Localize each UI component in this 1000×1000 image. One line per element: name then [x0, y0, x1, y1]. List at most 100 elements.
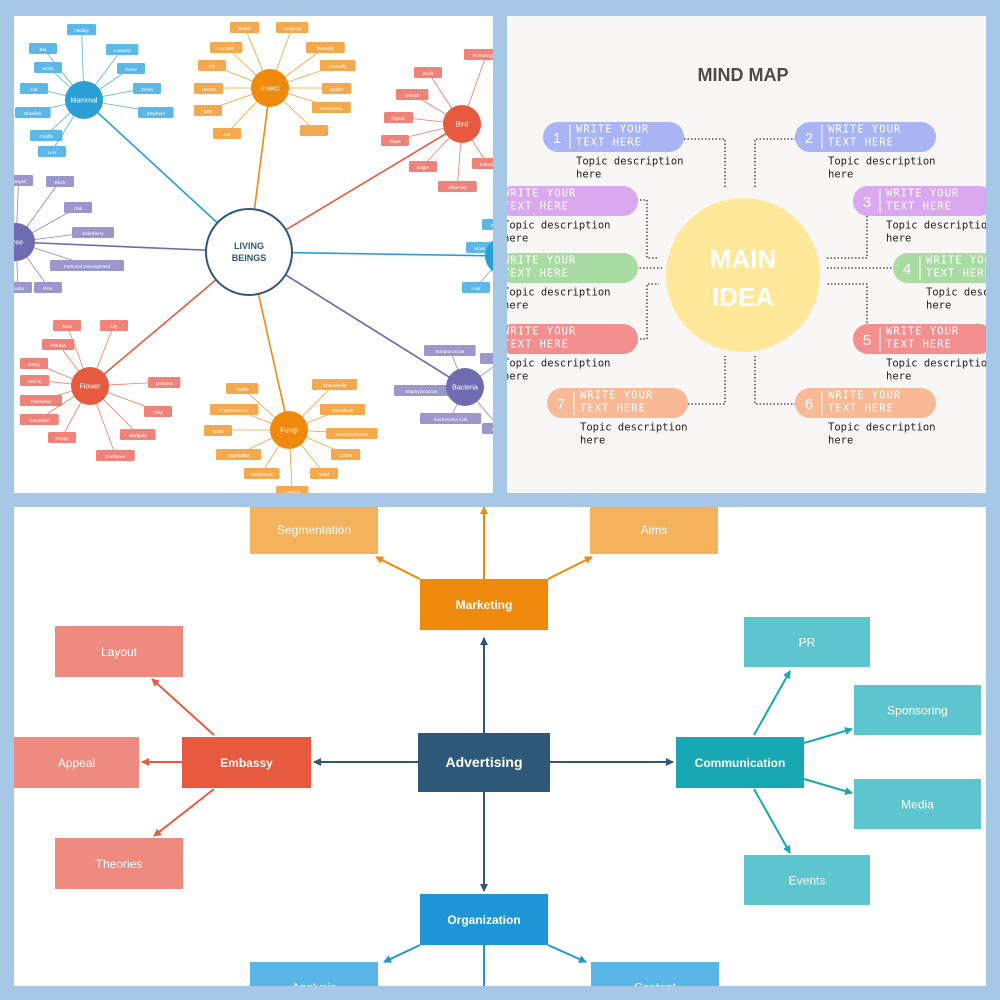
- leaf-box-mammal: [15, 107, 51, 118]
- dotted-connector: [684, 138, 726, 188]
- leaf-box-flower: [100, 320, 128, 331]
- leaf-box-insect: [194, 105, 222, 116]
- hub-label-bird: Bird: [456, 122, 469, 129]
- hub-mammal: [65, 81, 103, 119]
- organization-label: Organization: [447, 913, 520, 927]
- leaf-label-bacteria: Staphylococcus: [405, 389, 438, 394]
- marketing-label: Marketing: [456, 598, 513, 612]
- dotted-connector: [754, 356, 796, 405]
- leaf-box-mammal: [20, 83, 48, 94]
- topic-number: 4: [903, 261, 911, 278]
- topic-number: 5: [863, 332, 871, 349]
- leaf-box-bird: [464, 49, 493, 60]
- leaf-box-bacteria: [480, 353, 493, 364]
- leaf-label-tree: Personal Development: [64, 264, 111, 269]
- leaf-label-bacteria: Escherichia Coli: [434, 417, 467, 422]
- leaf-box-fungi: [276, 486, 309, 493]
- embassy-box: [182, 737, 311, 788]
- theories-label: Theories: [96, 857, 143, 871]
- leaf-label-bird: Hummingbird: [473, 53, 493, 58]
- leaf-label-flower: Poppy: [55, 436, 69, 441]
- topic-pill: [507, 324, 638, 354]
- leaf-box-tree: [72, 227, 114, 238]
- leaf-box-insect: [210, 42, 243, 53]
- leaf-label-insect: Spider: [330, 87, 344, 92]
- leaf-box-bacteria: [420, 413, 482, 424]
- topic-pill: [853, 324, 986, 354]
- leaf-box-mammal: [106, 44, 139, 55]
- arrow-sponsoring: [803, 727, 853, 744]
- main-idea-circle: [666, 198, 820, 352]
- leaf-label-bird: Duck: [423, 71, 434, 76]
- topic-pill: [795, 122, 936, 152]
- leaf-box-mammal: [138, 107, 174, 118]
- leaf-box-bacteria: [394, 385, 449, 396]
- leaf-label-insect: Beetle: [238, 26, 251, 31]
- arrow-events: [753, 788, 791, 854]
- leaf-label-bird: Albatross: [448, 185, 468, 190]
- topic-number: 2: [805, 130, 813, 147]
- topic-pill: [507, 253, 638, 283]
- advertising-label: Advertising: [445, 754, 522, 770]
- appeal-box: [14, 737, 139, 788]
- leaf-box-bird: [384, 112, 414, 123]
- theories-box: [55, 838, 183, 889]
- leaf-label-insect: Hornet: [202, 87, 217, 92]
- leaf-label-flower: Gerbera: [156, 381, 173, 386]
- dotted-connector: [827, 283, 868, 340]
- hub-bacteria: [446, 368, 484, 406]
- topic-pill: [543, 122, 684, 152]
- leaf-box-mammal: [34, 62, 62, 73]
- leaf-label-misc: Fern: [491, 223, 493, 228]
- leaf-label-fungi: Mold: [319, 472, 329, 477]
- leaf-label-fungi: Chanterelle: [323, 383, 347, 388]
- layout-label: Layout: [101, 645, 138, 659]
- topic-pill: [795, 388, 936, 418]
- leaf-box-tree: [14, 282, 32, 293]
- leaf-box-insect: [194, 83, 224, 94]
- hub-label-bacteria: Bacteria: [452, 385, 478, 392]
- leaf-label-flower: Marigold: [129, 433, 147, 438]
- content-box: [591, 962, 719, 986]
- hub-tree: [14, 223, 35, 261]
- hub-fungi: [270, 411, 308, 449]
- segmentation-label: Segmentation: [277, 523, 351, 537]
- leaf-label-bird: Pigeon: [391, 116, 406, 121]
- leaf-label-mammal: Elephant: [147, 111, 166, 116]
- dotted-connector: [688, 356, 726, 405]
- leaf-box-fungi: [312, 379, 358, 390]
- leaf-box-insect: [306, 42, 345, 53]
- marketing-box: [420, 579, 548, 630]
- hub-misc: [485, 240, 493, 272]
- leaf-box-fungi: [210, 404, 259, 415]
- leaf-label-mammal: Bat: [40, 47, 48, 52]
- leaf-box-flower: [148, 377, 181, 388]
- leaf-box-insect: [213, 128, 241, 139]
- leaf-box-flower: [20, 414, 59, 425]
- leaf-box-flower: [20, 358, 48, 369]
- pr-label: PR: [799, 636, 816, 650]
- leaf-box-flower: [20, 395, 62, 406]
- leaf-box-bird: [438, 181, 477, 192]
- topic-pill: [893, 253, 986, 283]
- media-box: [854, 779, 981, 829]
- arrow-theories: [153, 788, 215, 837]
- leaf-label-insect: Butterfly: [317, 46, 335, 51]
- leaf-label-bird: Eagle: [417, 165, 429, 170]
- leaf-label-mammal: Hedley: [74, 28, 89, 33]
